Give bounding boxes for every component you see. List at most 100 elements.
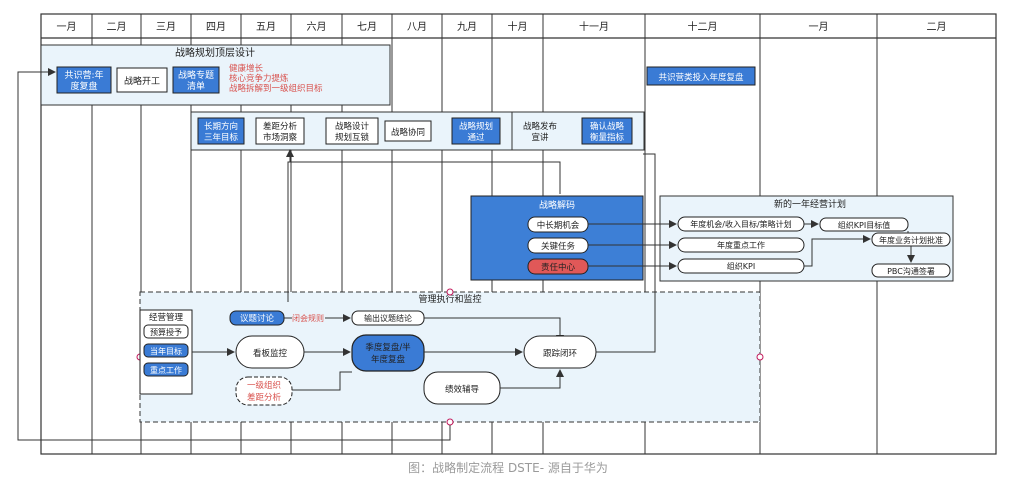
- top-design-box-2: 战略开工: [116, 67, 168, 93]
- approval-box: 年度业务计划批准: [871, 232, 951, 247]
- line-close-up: [596, 153, 656, 353]
- top-design-box-1: 共识营:年 度复盘: [56, 66, 112, 94]
- feedback-line-upper: [290, 161, 561, 194]
- flow-box-2: 差距分析 市场洞察: [255, 117, 305, 145]
- flow-box-3: 战略设计 规划互锁: [325, 117, 379, 145]
- flow-5-l1: 战略规划: [459, 121, 493, 132]
- top-design-box-3: 战略专题 清单: [172, 66, 220, 94]
- perf-coaching: 绩效辅导: [423, 371, 501, 405]
- kpi-value-box: 组织KPI目标值: [819, 217, 909, 232]
- red-note-1: 健康增长: [229, 63, 264, 74]
- ops-title: 经营管理: [149, 312, 184, 323]
- line-gap-review: [292, 371, 352, 391]
- month-label: 二月: [927, 21, 947, 33]
- flow-7-l1: 确认战略: [590, 121, 625, 132]
- board-monitor: 看板监控: [235, 335, 305, 369]
- top-box-2-label: 战略开工: [124, 75, 160, 87]
- plan-title: 新的一年经营计划: [774, 198, 846, 210]
- dec-box-label: 共识营类投入年度复盘: [658, 72, 744, 83]
- flow-box-4: 战略协同: [384, 120, 432, 142]
- top-box-1-line2: 度复盘: [70, 80, 97, 92]
- decode-title: 战略解码: [539, 199, 575, 211]
- month-label: 二月: [107, 21, 127, 33]
- decode-item-2-label: 关键任务: [541, 241, 576, 252]
- ops-item-2: [143, 343, 189, 358]
- ops-item-3-label: 重点工作: [150, 365, 182, 375]
- red-notes: 健康增长 核心竞争力提炼 战略拆解到一级组织目标: [229, 63, 323, 94]
- review-box: 季度复盘/半 年度复盘: [351, 334, 425, 372]
- board-label: 看板监控: [253, 348, 288, 359]
- track-close: 跟踪闭环: [523, 335, 597, 369]
- flow-6-l1: 战略发布: [523, 121, 557, 132]
- ops-management: 经营管理 预算授予 当年目标 重点工作: [139, 309, 193, 395]
- gap-analysis: 一级组织 差距分析: [235, 376, 293, 406]
- ops-item-1-label: 预算授予: [150, 327, 182, 337]
- month-label: 一月: [809, 21, 829, 33]
- close-label: 跟踪闭环: [543, 348, 578, 359]
- month-label: 三月: [156, 21, 176, 33]
- top-box-3-line1: 战略专题: [178, 69, 214, 81]
- plan-item-1-label: 年度机会/收入目标/策略计划: [690, 219, 791, 229]
- approval-label: 年度业务计划批准: [879, 235, 943, 245]
- perf-label: 绩效辅导: [445, 384, 480, 395]
- flow-2-l1: 差距分析: [263, 121, 298, 132]
- feedback-to-gap-analysis: [286, 149, 294, 302]
- plan-item-3: 组织KPI: [677, 258, 805, 274]
- output-label: 输出议题结论: [364, 313, 412, 323]
- top-box-3-line2: 清单: [187, 80, 205, 92]
- month-label: 十月: [508, 20, 528, 33]
- decode-item-1-label: 中长期机会: [537, 220, 580, 231]
- red-note-3: 战略拆解到一级组织目标: [229, 83, 323, 94]
- dec-box: 共识营类投入年度复盘: [646, 66, 756, 86]
- plan-item-2-label: 年度重点工作: [717, 240, 765, 250]
- ops-item-2-label: 当年目标: [150, 346, 182, 356]
- flow-1-l2: 三年目标: [204, 132, 239, 143]
- flow-5-l2: 通过: [467, 132, 485, 143]
- flow-6-l2: 宣讲: [531, 132, 549, 143]
- month-label: 四月: [206, 21, 226, 33]
- plan-item-2: 年度重点工作: [677, 237, 805, 253]
- month-label: 六月: [307, 21, 327, 33]
- ops-item-1: [143, 324, 189, 339]
- red-note-2: 核心竞争力提炼: [229, 73, 289, 84]
- flow-box-1: 长期方向 三年目标: [197, 117, 245, 145]
- ops-item-3: [143, 362, 189, 377]
- flow-3-l2: 规划互锁: [335, 132, 370, 143]
- rule-label: 闭会规则: [292, 313, 324, 323]
- flow-2-l2: 市场洞察: [263, 132, 298, 143]
- connector-dot-right: [756, 353, 764, 361]
- flow-1-l1: 长期方向: [204, 121, 238, 132]
- arrow-perf-close: [500, 369, 564, 389]
- topic-label: 议题讨论: [240, 313, 275, 324]
- review-l1: 季度复盘/半: [365, 342, 411, 353]
- flow-7-l2: 衡量指标: [590, 132, 625, 143]
- review-l2: 年度复盘: [371, 354, 406, 365]
- decode-box: 战略解码 中长期机会 关键任务 责任中心: [470, 195, 644, 281]
- month-label: 十二月: [688, 20, 718, 33]
- kpi-value-label: 组织KPI目标值: [838, 220, 890, 230]
- month-label: 一月: [57, 21, 77, 33]
- topic-discussion: 议题讨论: [229, 310, 285, 326]
- outer-feedback-loop: [17, 71, 451, 441]
- month-label: 七月: [357, 21, 377, 33]
- pbc-box: PBC沟通签署: [871, 263, 951, 278]
- gap-l2: 差距分析: [247, 392, 282, 403]
- flow-4-label: 战略协同: [391, 127, 425, 138]
- plan-item-1: 年度机会/收入目标/策略计划: [677, 216, 805, 232]
- figure-caption: 图：战略制定流程 DSTE- 源自于华为: [408, 461, 608, 475]
- top-design-title: 战略规划顶层设计: [175, 46, 255, 59]
- gap-l1: 一级组织: [247, 380, 281, 391]
- flow-box-6: 战略发布 宣讲: [523, 121, 557, 143]
- flow-box-5: 战略规划 通过: [451, 117, 501, 145]
- plan-item-3-label: 组织KPI: [727, 261, 755, 271]
- month-label: 五月: [256, 21, 276, 33]
- pbc-label: PBC沟通签署: [887, 266, 935, 276]
- arrow-plan-approval: [804, 235, 871, 267]
- flow-box-7: 确认战略 衡量指标: [581, 117, 633, 145]
- month-label: 十一月: [579, 20, 609, 33]
- flow-3-l1: 战略设计: [335, 121, 370, 132]
- decode-item-3-label: 责任中心: [541, 262, 576, 273]
- month-labels: 一月二月三月四月五月六月七月八月九月十月十一月十二月一月二月: [57, 20, 947, 33]
- arrow-output-close: [424, 317, 564, 343]
